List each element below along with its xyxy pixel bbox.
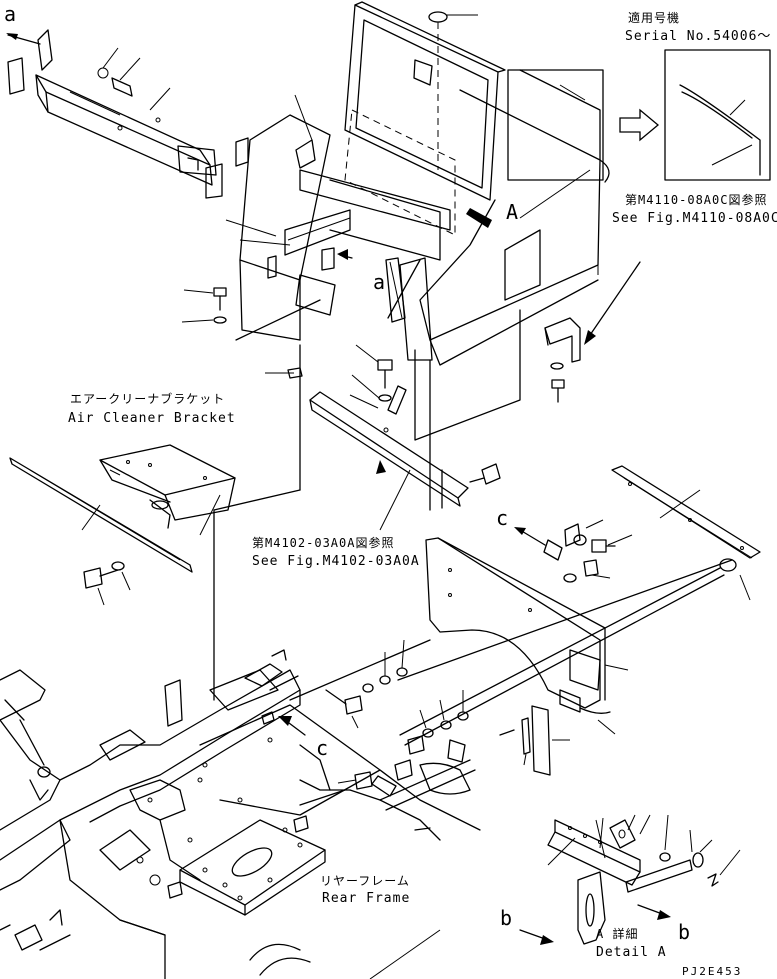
air-cleaner-bracket-en: Air Cleaner Bracket <box>68 411 236 426</box>
bolt-set-c <box>514 519 633 583</box>
crossmember-assembly <box>7 29 249 199</box>
detail-a-view <box>547 814 741 945</box>
detail-a-en: Detail A <box>596 945 667 960</box>
ref-m4110-en: See Fig.M4110-08A0C <box>612 211 777 226</box>
callout-a-top: a <box>4 2 17 26</box>
rod-assembly <box>397 465 761 746</box>
callout-c-right: c <box>496 506 509 530</box>
serial-note-jp: 適用号機 <box>628 11 681 25</box>
callout-b-left: b <box>500 906 513 930</box>
ref-m4110-jp: 第M4110-08A0C図参照 <box>625 193 768 207</box>
bolt-set-center <box>349 344 407 433</box>
bracket-m4110 <box>544 261 641 403</box>
callout-big-a: A <box>506 200 519 224</box>
bar-m4102 <box>309 391 501 531</box>
rear-frame-jp: リヤーフレーム <box>320 874 410 888</box>
bolt-set-lower <box>325 639 570 776</box>
callout-a-center: a <box>373 270 386 294</box>
rear-frame-en: Rear Frame <box>322 891 411 906</box>
detail-a-jp: A 詳細 <box>596 927 639 941</box>
callout-b-right: b <box>678 920 691 944</box>
rear-frame-part <box>0 639 481 979</box>
enclosure-assembly <box>213 1 610 701</box>
air-cleaner-bracket-jp: エアークリーナブラケット <box>70 392 226 406</box>
ref-m4102-en: See Fig.M4102-03A0A <box>252 554 420 569</box>
serial-note-en: Serial No.54006～ <box>625 29 772 44</box>
callout-c-frame: c <box>316 736 329 760</box>
air-cleaner-bracket-part <box>9 444 236 606</box>
serial-detail-box <box>507 49 771 181</box>
ref-m4102-jp: 第M4102-03A0A図参照 <box>252 536 395 550</box>
drawing-code: PJ2E453 <box>682 965 743 978</box>
side-panel <box>425 537 629 735</box>
bolt-set-upper <box>181 287 303 379</box>
